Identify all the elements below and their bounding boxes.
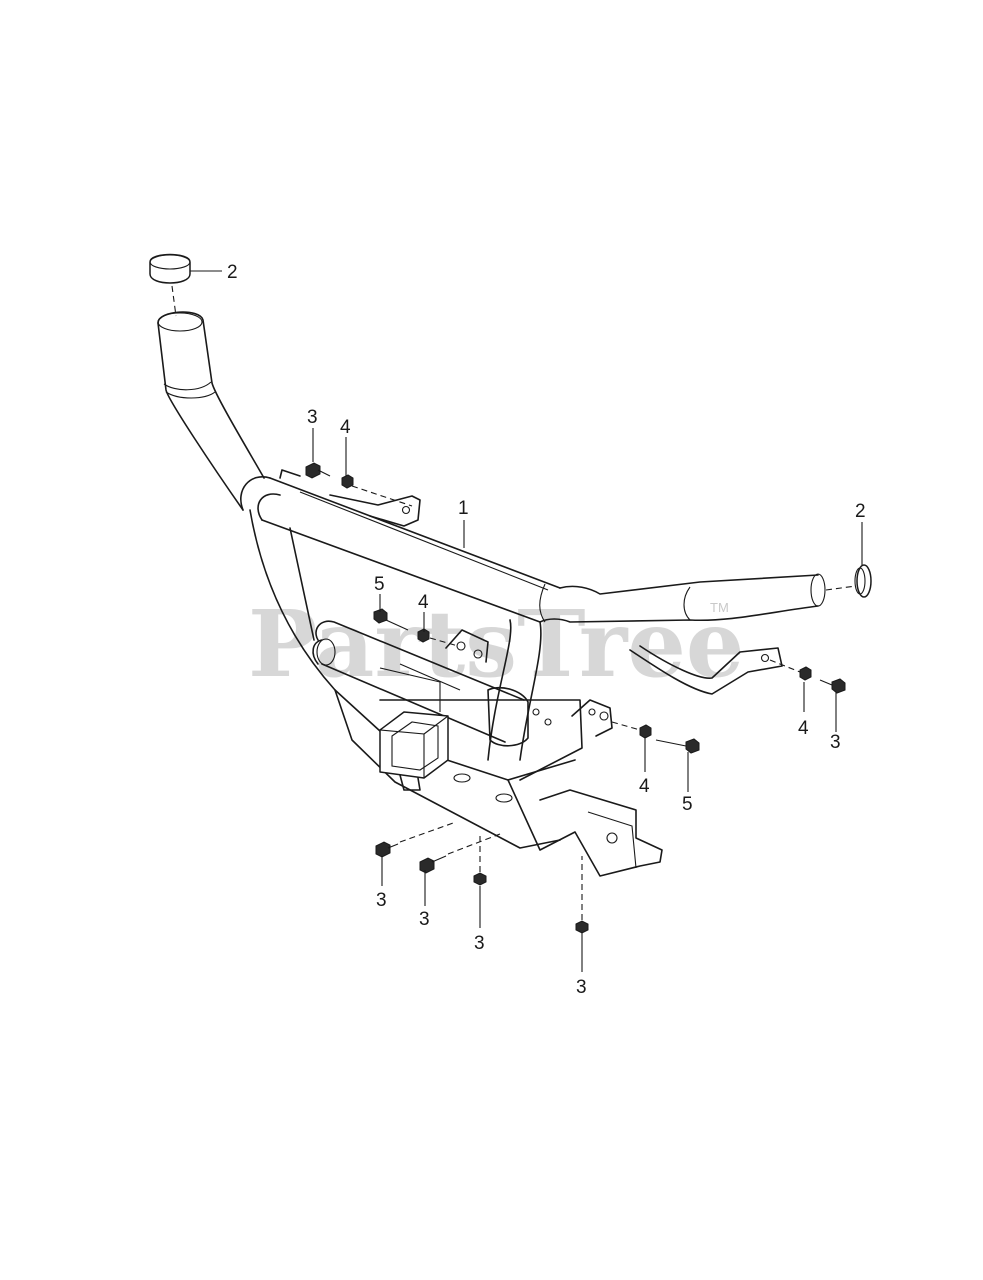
callout-3-bottom-3: 3 (474, 933, 485, 954)
callout-3-bottom-1: 3 (376, 890, 387, 911)
callout-5-middle: 5 (374, 574, 385, 595)
callout-4-right: 4 (798, 718, 809, 739)
nut-right (799, 666, 812, 681)
bolt-bottom-2 (419, 855, 447, 874)
end-cap-right (854, 564, 872, 598)
callout-5-lower: 5 (682, 794, 693, 815)
callout-1: 1 (458, 498, 469, 519)
nut-top (341, 474, 354, 489)
callout-3-right: 3 (830, 732, 841, 753)
callout-3-bottom-4: 3 (576, 977, 587, 998)
callout-3-top: 3 (307, 407, 318, 428)
callout-2-right: 2 (855, 501, 866, 522)
bolt-right (819, 678, 846, 694)
callout-2-left: 2 (227, 262, 238, 283)
callout-3-bottom-2: 3 (419, 909, 430, 930)
bolt-top (305, 462, 331, 479)
callout-4-top: 4 (340, 417, 351, 438)
bolt-bottom-3 (473, 872, 487, 896)
bolt-lower (655, 738, 700, 754)
end-cap-left (149, 253, 191, 284)
bolt-bottom-4 (575, 920, 589, 940)
nut-lower (639, 724, 652, 739)
callout-4-middle: 4 (418, 592, 429, 613)
watermark-text: PartsTree (248, 590, 744, 698)
bumper-frame (157, 311, 826, 877)
watermark-trademark: TM (710, 600, 729, 615)
bolt-middle (373, 608, 409, 631)
callout-4-lower: 4 (639, 776, 650, 797)
bolt-bottom-1 (375, 841, 399, 858)
